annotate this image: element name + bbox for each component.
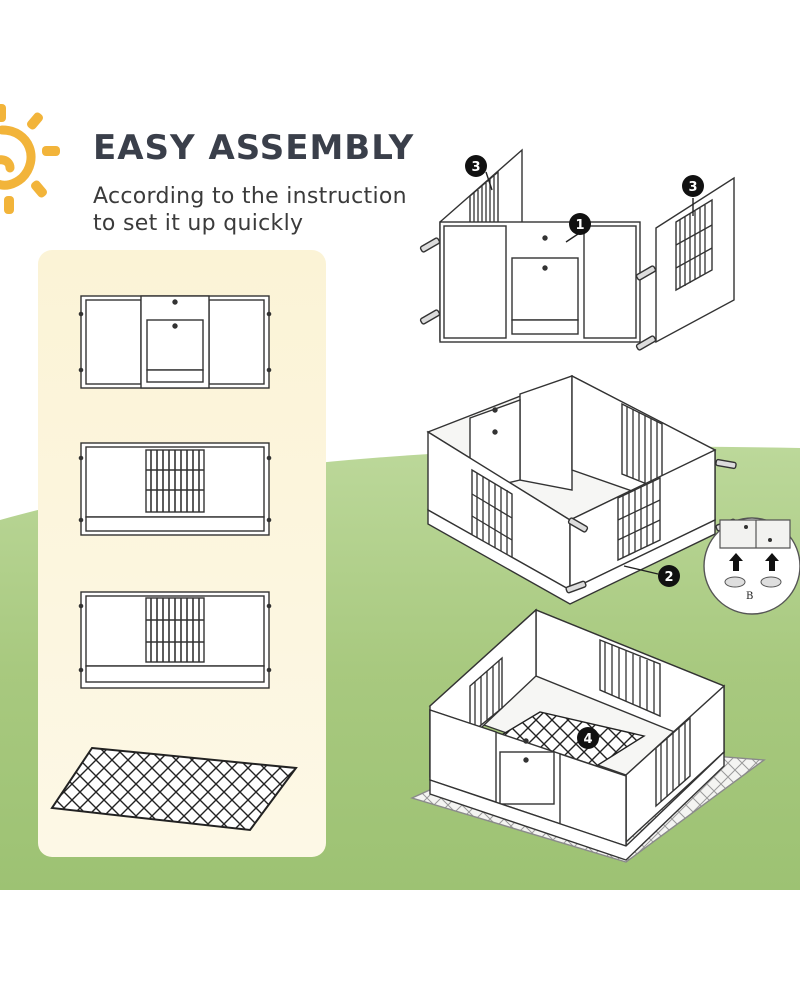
part-side-panel-b: [78, 591, 272, 689]
svg-text:2: 2: [664, 570, 673, 585]
callout-3-left: 3: [465, 155, 493, 191]
svg-text:3: 3: [688, 180, 697, 195]
foot-pad-detail: B: [703, 517, 800, 615]
step3-illustration: [410, 608, 766, 863]
callout-4: 4: [577, 727, 599, 749]
callout-1: 1: [565, 213, 591, 243]
step2-illustration: [426, 374, 737, 605]
page-title: EASY ASSEMBLY: [93, 128, 415, 168]
foot-pad-label: B: [746, 591, 753, 602]
callout-2: 2: [623, 565, 680, 587]
subtitle-line-2: to set it up quickly: [93, 211, 304, 236]
parts-panel: [38, 250, 326, 857]
svg-text:1: 1: [575, 218, 584, 233]
sun-icon: [0, 104, 60, 214]
step1-illustration: [419, 148, 735, 351]
part-side-panel-a: [78, 442, 272, 536]
subtitle-line-1: According to the instruction: [93, 184, 407, 209]
callout-3-right: 3: [682, 175, 704, 216]
svg-text:4: 4: [583, 732, 592, 747]
part-floor-mat: [50, 746, 298, 832]
part-front-panel: [78, 295, 272, 389]
svg-text:3: 3: [471, 160, 480, 175]
